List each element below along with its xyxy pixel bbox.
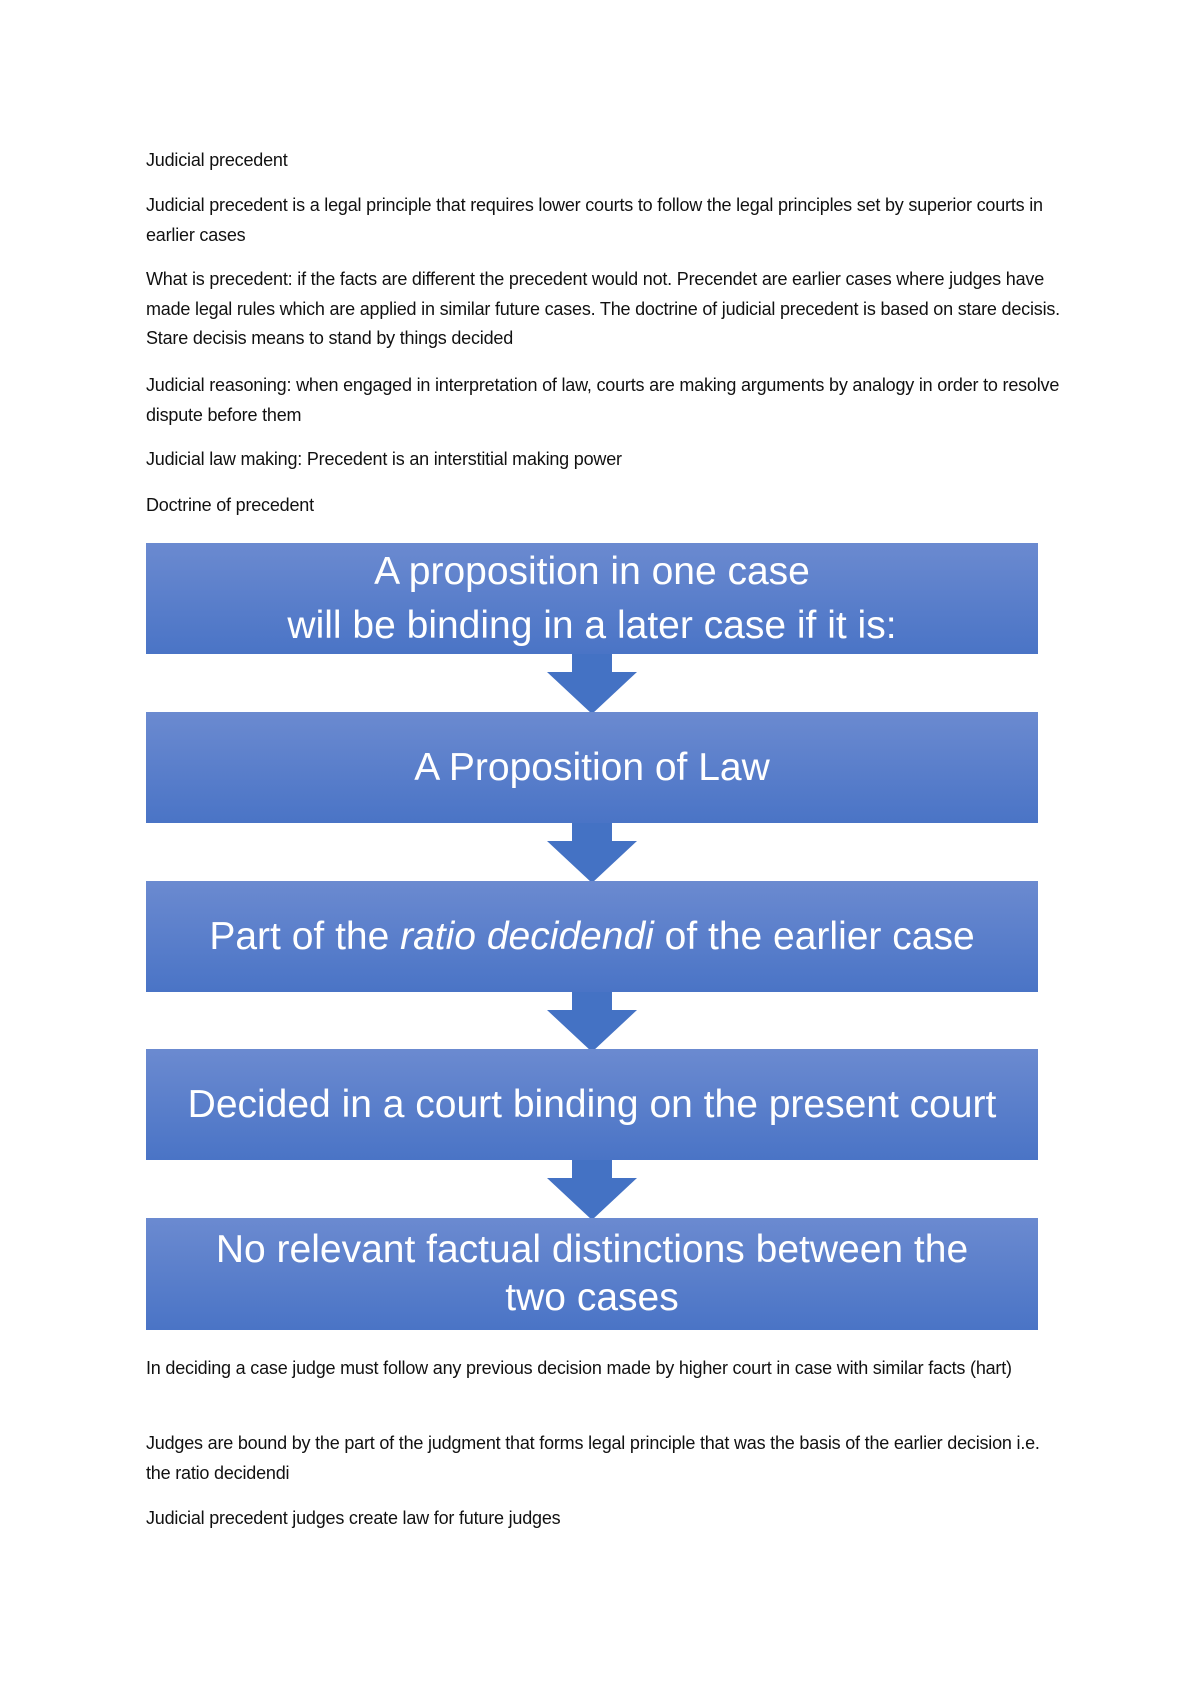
flow-step-5-text: No relevant factual distinctions between… [215,1228,969,1319]
flow-step-1: A proposition in one case will be bindin… [146,543,1038,654]
document-title: Judicial precedent [146,150,288,170]
down-arrow-icon [547,1160,637,1220]
down-arrow-icon [547,823,637,883]
flow-step-2-text: A Proposition of Law [414,745,770,789]
flow-step-1-line-1: A proposition in one case [374,549,810,593]
paragraph-judicial-reasoning: Judicial reasoning: when engaged in inte… [146,375,1060,425]
flow-step-3-pre: Part of the [209,914,401,958]
flow-step-2: A Proposition of Law [146,712,1038,823]
paragraph-doctrine-heading: Doctrine of precedent [146,495,314,515]
flow-step-3: Part of the ratio decidendi of the earli… [146,881,1038,992]
paragraph-definition: Judicial precedent is a legal principle … [146,195,1043,245]
paragraph-hart: In deciding a case judge must follow any… [146,1358,1012,1378]
flow-step-1-line-2: will be binding in a later case if it is… [287,603,897,647]
paragraph-what-is-precedent: What is precedent: if the facts are diff… [146,269,1060,348]
down-arrow-icon [547,654,637,714]
paragraph-judges-create-law: Judicial precedent judges create law for… [146,1508,561,1528]
flow-step-4: Decided in a court binding on the presen… [146,1049,1038,1160]
down-arrow-icon [547,992,637,1052]
flow-step-5: No relevant factual distinctions between… [146,1218,1038,1330]
paragraph-ratio-decidendi: Judges are bound by the part of the judg… [146,1433,1040,1483]
flow-step-3-italic: ratio decidendi [400,914,654,958]
flow-step-3-post: of the earlier case [653,914,975,958]
flow-step-4-text: Decided in a court binding on the presen… [187,1082,997,1126]
paragraph-law-making: Judicial law making: Precedent is an int… [146,449,622,469]
